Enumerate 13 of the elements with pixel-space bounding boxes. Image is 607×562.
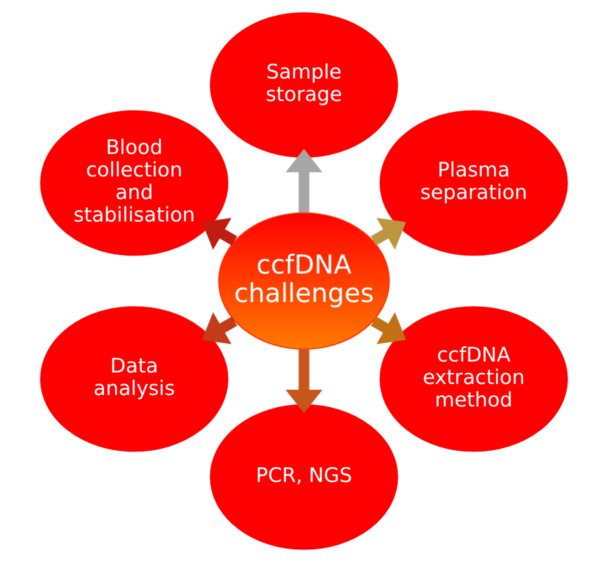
node-ellipse: Sample storage [209,12,398,158]
node-ellipse: Data analysis [40,306,228,452]
arrow [285,350,322,414]
arrow [202,312,237,344]
arrow [202,218,237,250]
node-ellipse: ccfDNA extraction method [379,306,568,452]
arrow [370,218,406,250]
arrow [285,148,322,212]
node-ellipse: Plasma separation [379,110,568,256]
node-ellipse: Blood collection and stabilisation [40,110,228,256]
arrow [370,312,406,344]
node-ellipse: ccfDNA challenges [218,212,390,350]
node-ellipse: PCR, NGS [209,404,398,550]
